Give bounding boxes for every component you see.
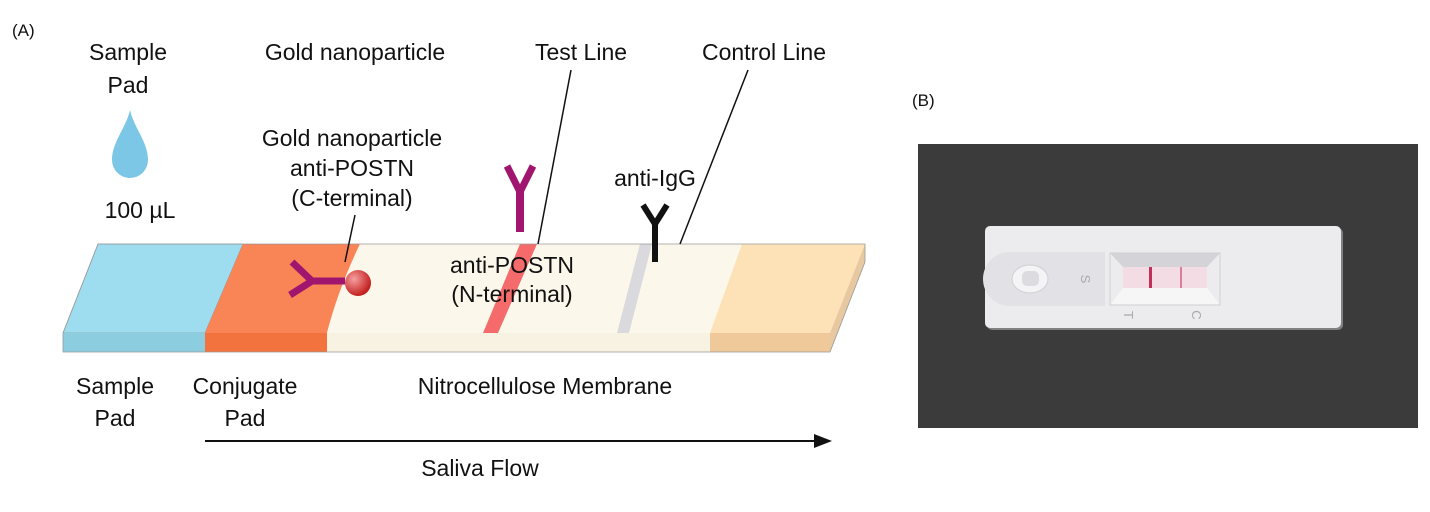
strip-side [830, 244, 865, 352]
control-band [1180, 267, 1182, 288]
sample-pad-edge [63, 333, 205, 352]
mark-c: C [1189, 310, 1204, 319]
sample-pad-top-label-2: Pad [108, 72, 149, 98]
test-line [483, 244, 537, 333]
conjugated-antibody-icon [288, 259, 345, 298]
result-window [1123, 267, 1207, 288]
gold-nanoparticle-icon [345, 270, 371, 296]
sample-pad-bottom-label-1: Sample [76, 373, 154, 399]
membrane-edge [327, 333, 710, 352]
test-band [1149, 267, 1152, 288]
sample-drop-icon [112, 110, 148, 178]
flow-label: Saliva Flow [421, 455, 539, 481]
panel-b-label: (B) [912, 91, 935, 110]
sample-pad-bottom-label-2: Pad [95, 405, 136, 431]
conjugate-leader [344, 214, 356, 263]
capture-label-2: (N-terminal) [451, 281, 572, 307]
conjugate-pad-label-2: Pad [225, 405, 266, 431]
mark-t: T [1121, 311, 1136, 319]
test-line-label: Test Line [535, 39, 627, 65]
conjugate-label-1: Gold nanoparticle [262, 125, 442, 151]
arrow-head-icon [814, 434, 832, 448]
absorbent-pad-edge [710, 333, 830, 352]
test-line-leader [537, 69, 572, 245]
absorbent-pad [710, 244, 865, 333]
control-line-leader [679, 69, 749, 245]
volume-label: 100 µL [105, 197, 176, 223]
control-line [617, 244, 652, 333]
capture-label-1: anti-POSTN [450, 252, 574, 278]
capture-antibody-icon [503, 164, 537, 232]
mark-s: S [1078, 275, 1093, 284]
test-strip [62, 243, 866, 353]
sample-pad-top-label-1: Sample [89, 39, 167, 65]
conjugate-label-2: anti-POSTN [290, 155, 414, 181]
membrane-label: Nitrocellulose Membrane [418, 373, 672, 399]
conjugate-pad [205, 244, 360, 333]
control-antibody-icon [640, 203, 670, 262]
conjugate-pad-edge [205, 333, 327, 352]
conjugate-label-3: (C-terminal) [291, 185, 412, 211]
anti-igg-label: anti-IgG [614, 165, 696, 191]
panel-a-label: (A) [12, 21, 35, 40]
control-line-label: Control Line [702, 39, 826, 65]
conjugate-pad-label-1: Conjugate [193, 373, 298, 399]
gold-nanoparticle-top-label: Gold nanoparticle [265, 39, 445, 65]
cassette-photo: S T C [918, 144, 1418, 428]
